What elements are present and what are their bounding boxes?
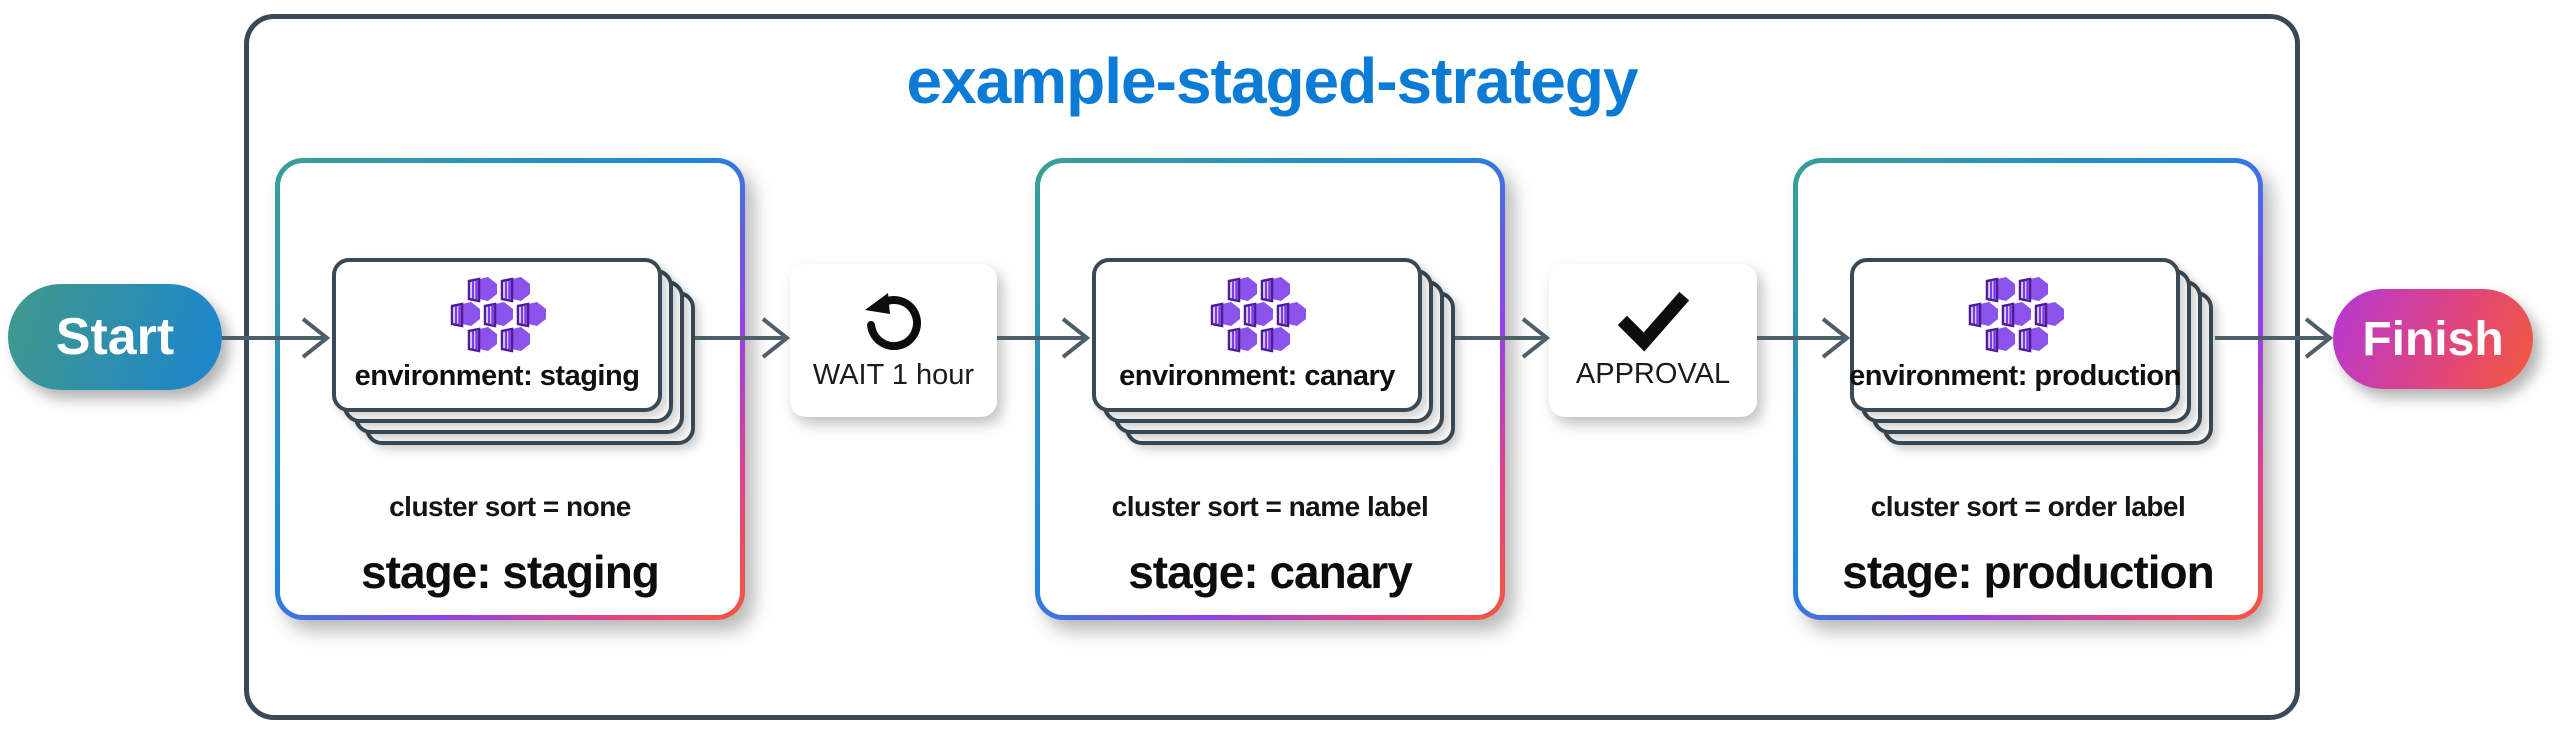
cluster-card-stack: environment: production xyxy=(1849,258,2213,445)
stage-card-body: environment: staging cluster sort = none… xyxy=(280,163,740,615)
environment-card: environment: canary xyxy=(1092,258,1422,412)
stage-card-body: environment: canary cluster sort = name … xyxy=(1040,163,1500,615)
stage-name-label: stage: staging xyxy=(361,546,660,598)
start-node: Start xyxy=(8,284,222,390)
environment-label: environment: staging xyxy=(354,360,640,392)
environment-label: environment: production xyxy=(1849,360,2181,392)
cluster-card-stack: environment: staging xyxy=(332,258,695,445)
checkmark-icon xyxy=(1617,291,1690,352)
stage-name-label: stage: canary xyxy=(1128,546,1413,598)
container-cluster-icon xyxy=(445,277,549,353)
environment-label: environment: canary xyxy=(1119,360,1395,392)
stage-card-staging: environment: staging cluster sort = none… xyxy=(275,158,745,620)
cluster-sort-label: cluster sort = none xyxy=(389,491,631,522)
cluster-sort-label: cluster sort = name label xyxy=(1111,491,1429,522)
stage-name-label: stage: production xyxy=(1842,546,2214,598)
rotate-ccw-icon xyxy=(864,293,921,351)
wait-label: WAIT 1 hour xyxy=(812,359,975,391)
stage-card-production: environment: production cluster sort = o… xyxy=(1793,158,2263,620)
cluster-sort-label: cluster sort = order label xyxy=(1870,491,2186,522)
strategy-title: example-staged-strategy xyxy=(906,45,1638,117)
container-cluster-icon xyxy=(1205,277,1309,353)
stage-card-canary: environment: canary cluster sort = name … xyxy=(1035,158,1505,620)
environment-card: environment: production xyxy=(1849,258,2181,412)
stage-card-body: environment: production cluster sort = o… xyxy=(1798,163,2258,615)
cluster-card-stack: environment: canary xyxy=(1092,258,1455,445)
container-cluster-icon xyxy=(1963,277,2067,353)
wait-node: WAIT 1 hour xyxy=(790,264,997,417)
approval-label: APPROVAL xyxy=(1575,358,1731,390)
approval-node: APPROVAL xyxy=(1549,264,1757,417)
start-label: Start xyxy=(55,308,175,366)
finish-label: Finish xyxy=(2362,312,2504,366)
finish-node: Finish xyxy=(2333,289,2533,389)
environment-card: environment: staging xyxy=(332,258,662,412)
